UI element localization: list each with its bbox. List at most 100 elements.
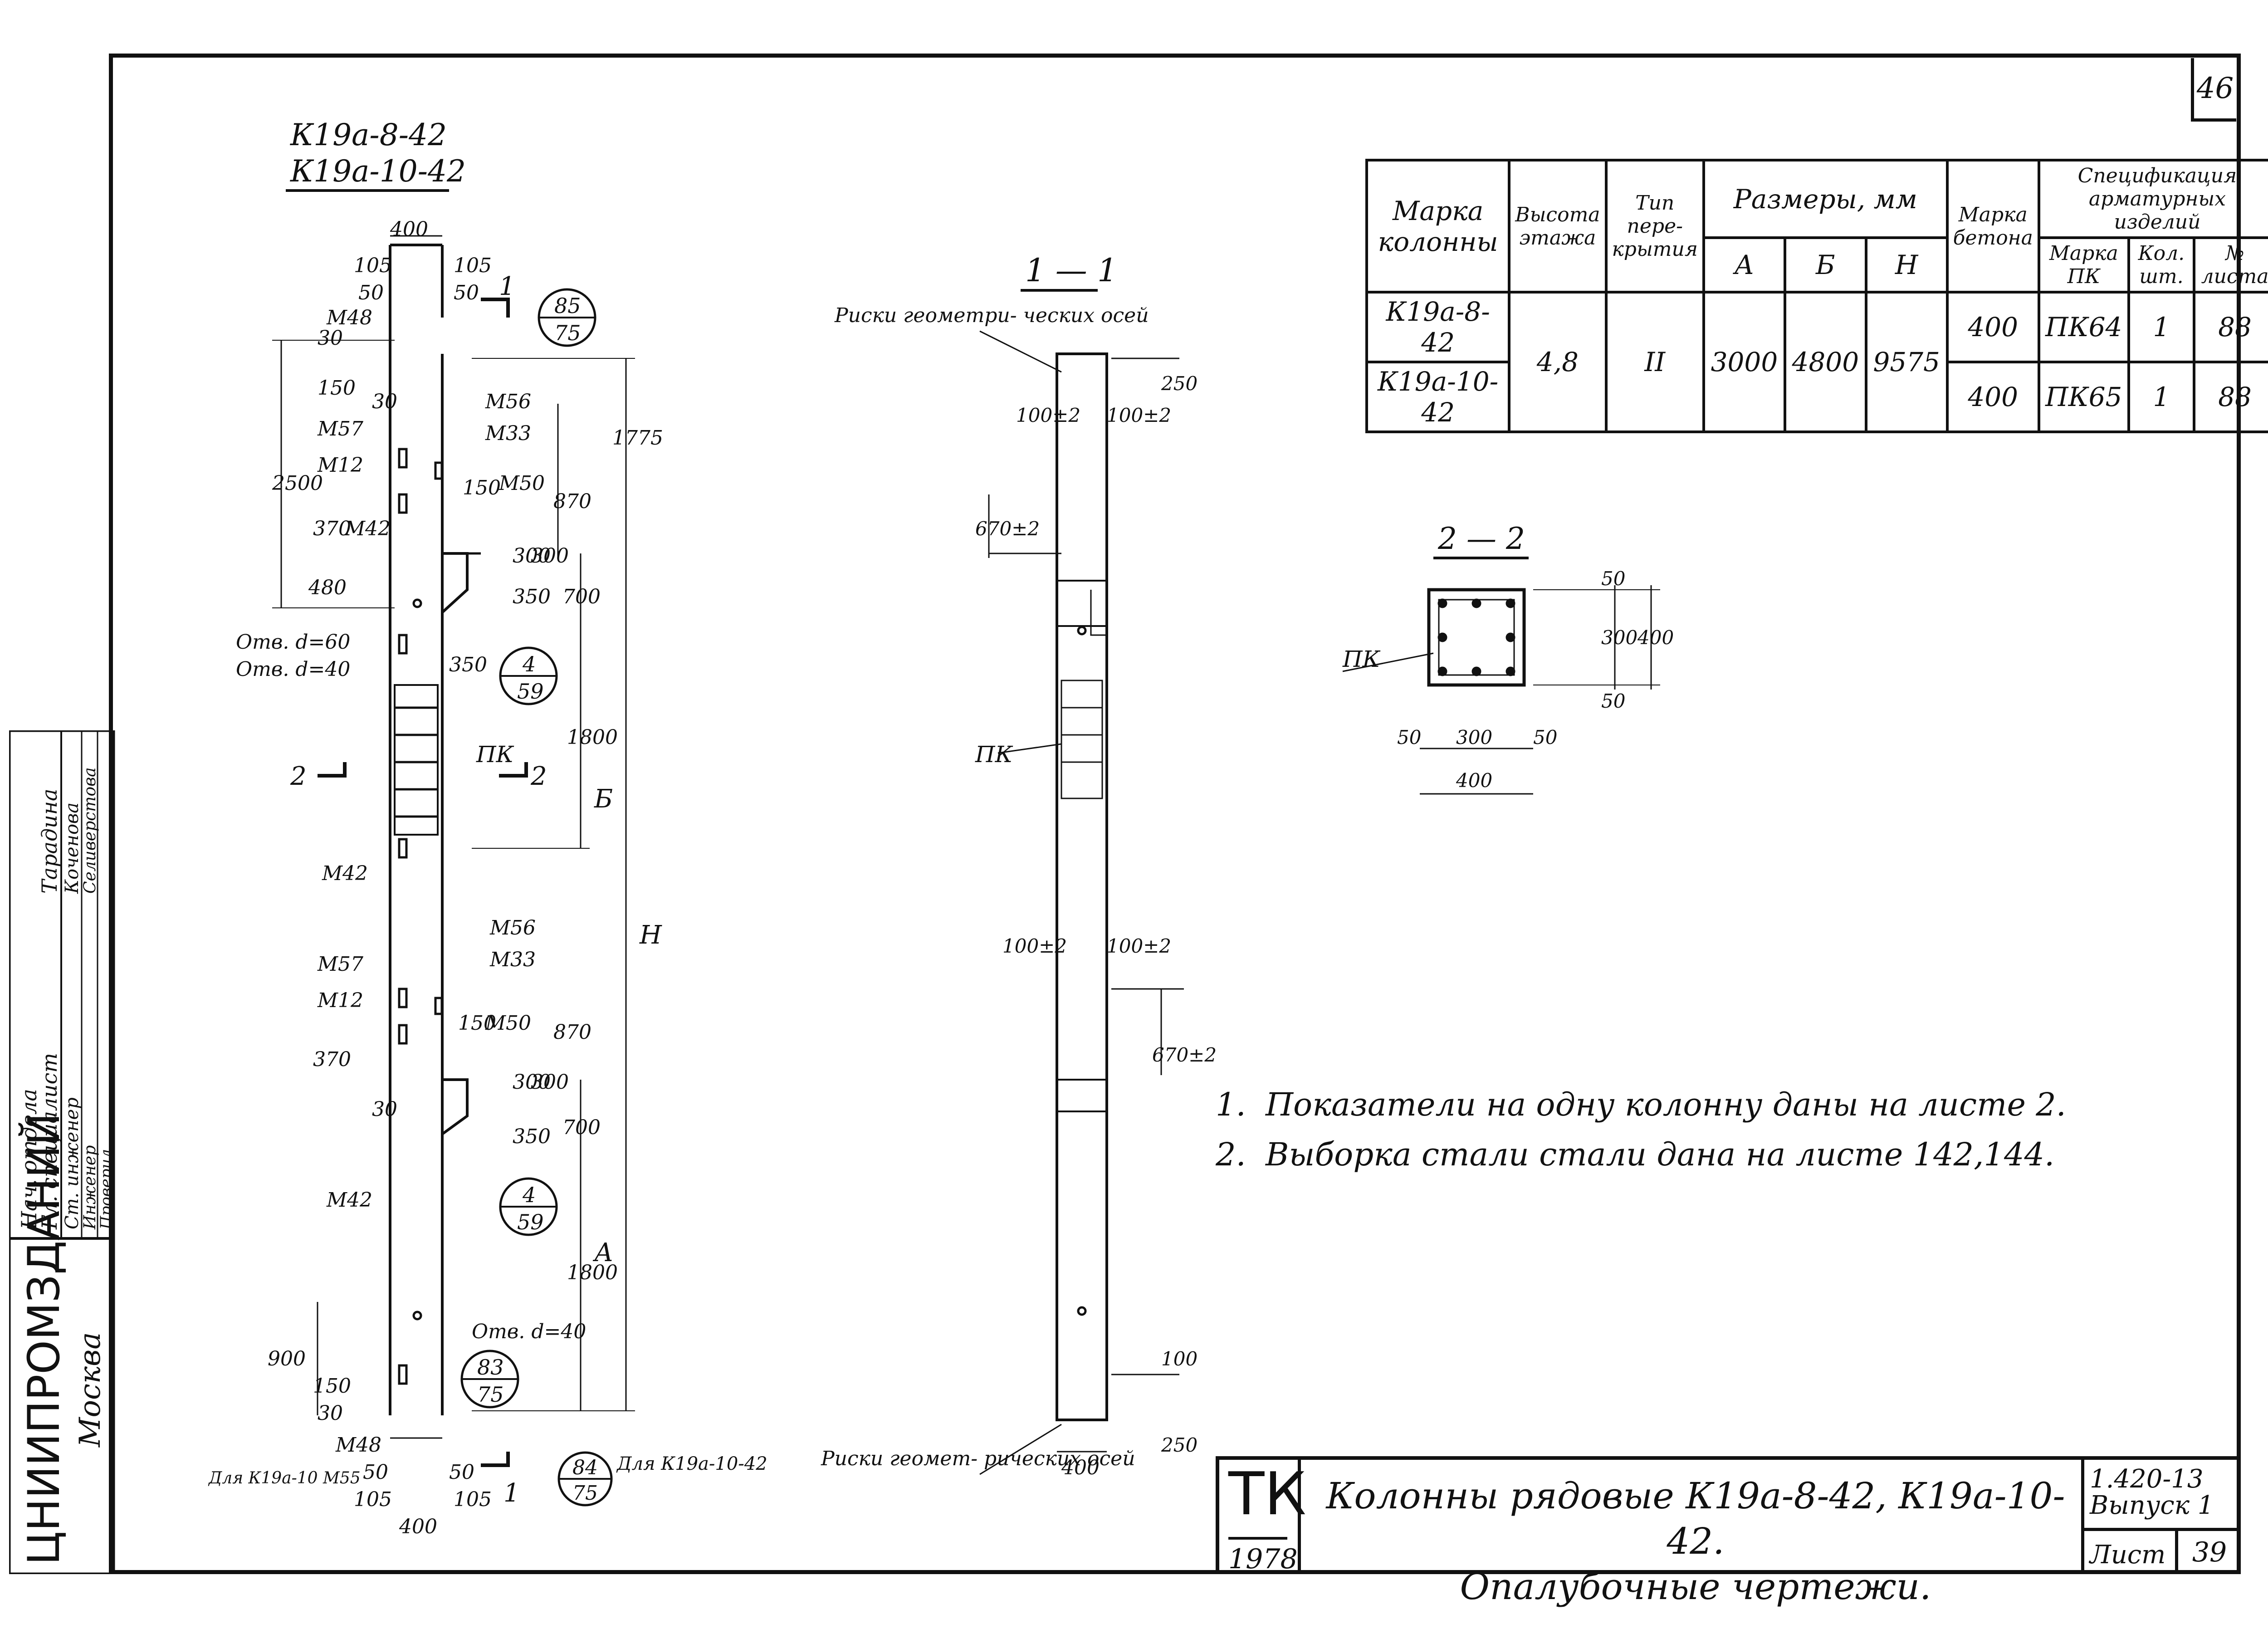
svg-text:59: 59 (517, 1210, 544, 1234)
dim-900: 900 (268, 1347, 306, 1370)
th-spec-qty: Кол. шт. (2127, 236, 2196, 294)
code-box: 1.420-13 Выпуск 1 Лист 39 (2081, 1460, 2241, 1574)
dim-s22-300a: 300 (1456, 726, 1492, 749)
dim-105-bl: 105 (354, 1488, 392, 1511)
svg-text:Ст. инженер: Ст. инженер (62, 1097, 83, 1229)
dim-870: 870 (553, 490, 591, 513)
svg-text:Нач. отдела: Нач. отдела (17, 1089, 41, 1230)
th-concrete: Марка бетона (1945, 159, 2040, 294)
drawing-title: Колонны рядовые К19а-8-42, К19а-10-42. О… (1326, 1475, 2065, 1608)
part-m57: М57 (317, 417, 363, 440)
section-1-1-axis-bottom: Риски геомет- рических осей (821, 1447, 1135, 1470)
specification-table: Марка колонны Высота этажа Тип пере- кры… (1365, 159, 2268, 433)
th-spec-mark: Марка ПК (2037, 236, 2130, 294)
dim-50-br: 50 (449, 1461, 474, 1484)
dim-370: 370 (313, 517, 351, 540)
dim-s22-50b: 50 (1533, 726, 1557, 749)
cell-mark: К19а-8-42 (1365, 291, 1511, 363)
svg-text:85: 85 (554, 294, 581, 318)
cell-qty: 1 (2127, 291, 2196, 363)
dim-30d: 30 (318, 1402, 343, 1425)
part-m33: М33 (485, 422, 531, 445)
dim-bottom-width: 400 (399, 1515, 437, 1538)
dim-s11-100c: 100±2 (1002, 935, 1067, 957)
part-m56: М56 (485, 390, 531, 413)
dim-50-bl: 50 (363, 1461, 388, 1484)
dim-300d: 300 (531, 1071, 569, 1094)
dim-s22-400b: 400 (1637, 626, 1674, 649)
part-m12b: М12 (317, 989, 363, 1012)
dim-350b: 350 (449, 653, 487, 676)
part-m33b: М33 (489, 948, 536, 971)
dim-s22-50d: 50 (1601, 690, 1625, 712)
dim-s11-670b: 670±2 (1152, 1044, 1217, 1066)
ref-circle-bottom2: 84 75 (557, 1451, 613, 1507)
cell-sheet: 88 (2193, 361, 2268, 433)
part-m12: М12 (317, 454, 363, 477)
cell-dim-h: 9575 (1864, 291, 1949, 433)
dim-350: 350 (513, 585, 551, 608)
th-floor-height: Высота этажа (1508, 159, 1608, 294)
cell-floor-type: II (1604, 291, 1706, 433)
note-1: 1.Показатели на одну колонну даны на лис… (1216, 1086, 2066, 1123)
dim-700: 700 (562, 585, 601, 608)
series-code: 1.420-13 (2090, 1464, 2204, 1494)
dim-s11-100e: 100 (1161, 1348, 1198, 1370)
sheet-row: Лист 39 (2084, 1528, 2241, 1574)
svg-text:4: 4 (522, 652, 536, 676)
table-row: К19а-10-42 400 ПК65 1 88 (1365, 361, 2268, 433)
ref-circle-bottom: 83 75 (460, 1350, 519, 1409)
section-2-right-mark: 2 (530, 762, 547, 791)
part-m57b: М57 (317, 953, 363, 976)
cell-mark: К19а-10-42 (1365, 361, 1511, 433)
th-dim-b: Б (1783, 236, 1867, 294)
part-m50: М50 (499, 472, 545, 495)
title-block: ТК 1978 Колонны рядовые К19а-8-42, К19а-… (1216, 1456, 2241, 1608)
dim-150d: 150 (313, 1375, 351, 1398)
dim-30b: 30 (372, 390, 397, 413)
svg-text:4: 4 (522, 1183, 536, 1207)
for-note-left: Для К19а-10 М55 (208, 1469, 361, 1487)
dim-700b: 700 (562, 1116, 601, 1139)
dim-s22-50c: 50 (1601, 567, 1625, 590)
section-2-2-pk: ПК (1342, 646, 1381, 672)
notes: 1.Показатели на одну колонну даны на лис… (1216, 1080, 2066, 1179)
ref-circle-top: 85 75 (538, 288, 596, 347)
svg-text:Тарадина: Тарадина (37, 789, 62, 894)
sheet-value: 39 (2175, 1531, 2241, 1574)
section-2-left-mark: 2 (290, 762, 307, 791)
cell-qty: 1 (2127, 361, 2196, 433)
dim-s11-670a: 670±2 (975, 518, 1040, 540)
dim-2500: 2500 (272, 472, 323, 495)
dim-300a: 300 (513, 544, 551, 567)
column-mark-1: К19а-8-42 (289, 117, 447, 152)
year: 1978 (1228, 1537, 1298, 1575)
section-1-1: 1 — 1 (821, 252, 1217, 1479)
th-dim-a: А (1702, 236, 1786, 294)
dim-370b: 370 (313, 1048, 351, 1071)
dim-480: 480 (308, 576, 347, 599)
svg-text:59: 59 (517, 679, 544, 704)
dim-letter-b: Б (594, 784, 613, 814)
cell-floor-height: 4,8 (1508, 291, 1608, 433)
cell-sheet: 88 (2193, 291, 2268, 363)
section-1-1-pk: ПК (975, 741, 1013, 768)
dim-s22-300b: 300 (1601, 626, 1637, 649)
dim-350c: 350 (513, 1125, 551, 1148)
svg-text:75: 75 (572, 1482, 598, 1505)
part-m42: М42 (344, 517, 391, 540)
cell-concrete: 400 (1945, 291, 2040, 363)
th-dims: Размеры, мм (1702, 159, 1949, 239)
svg-text:Гл. специалист: Гл. специалист (37, 1053, 62, 1230)
dim-1800b: 1800 (567, 1261, 618, 1284)
cell-dim-b: 4800 (1783, 291, 1867, 433)
cell-pk: ПК64 (2037, 291, 2130, 363)
dim-300c: 300 (513, 1071, 551, 1094)
part-m48-bottom: М48 (335, 1433, 381, 1457)
dim-50-l: 50 (358, 281, 384, 304)
dim-150: 150 (318, 377, 356, 400)
svg-text:Проверил: Проверил (97, 1149, 115, 1230)
dim-50-r: 50 (454, 281, 479, 304)
section-1-top-mark: 1 (499, 272, 515, 301)
